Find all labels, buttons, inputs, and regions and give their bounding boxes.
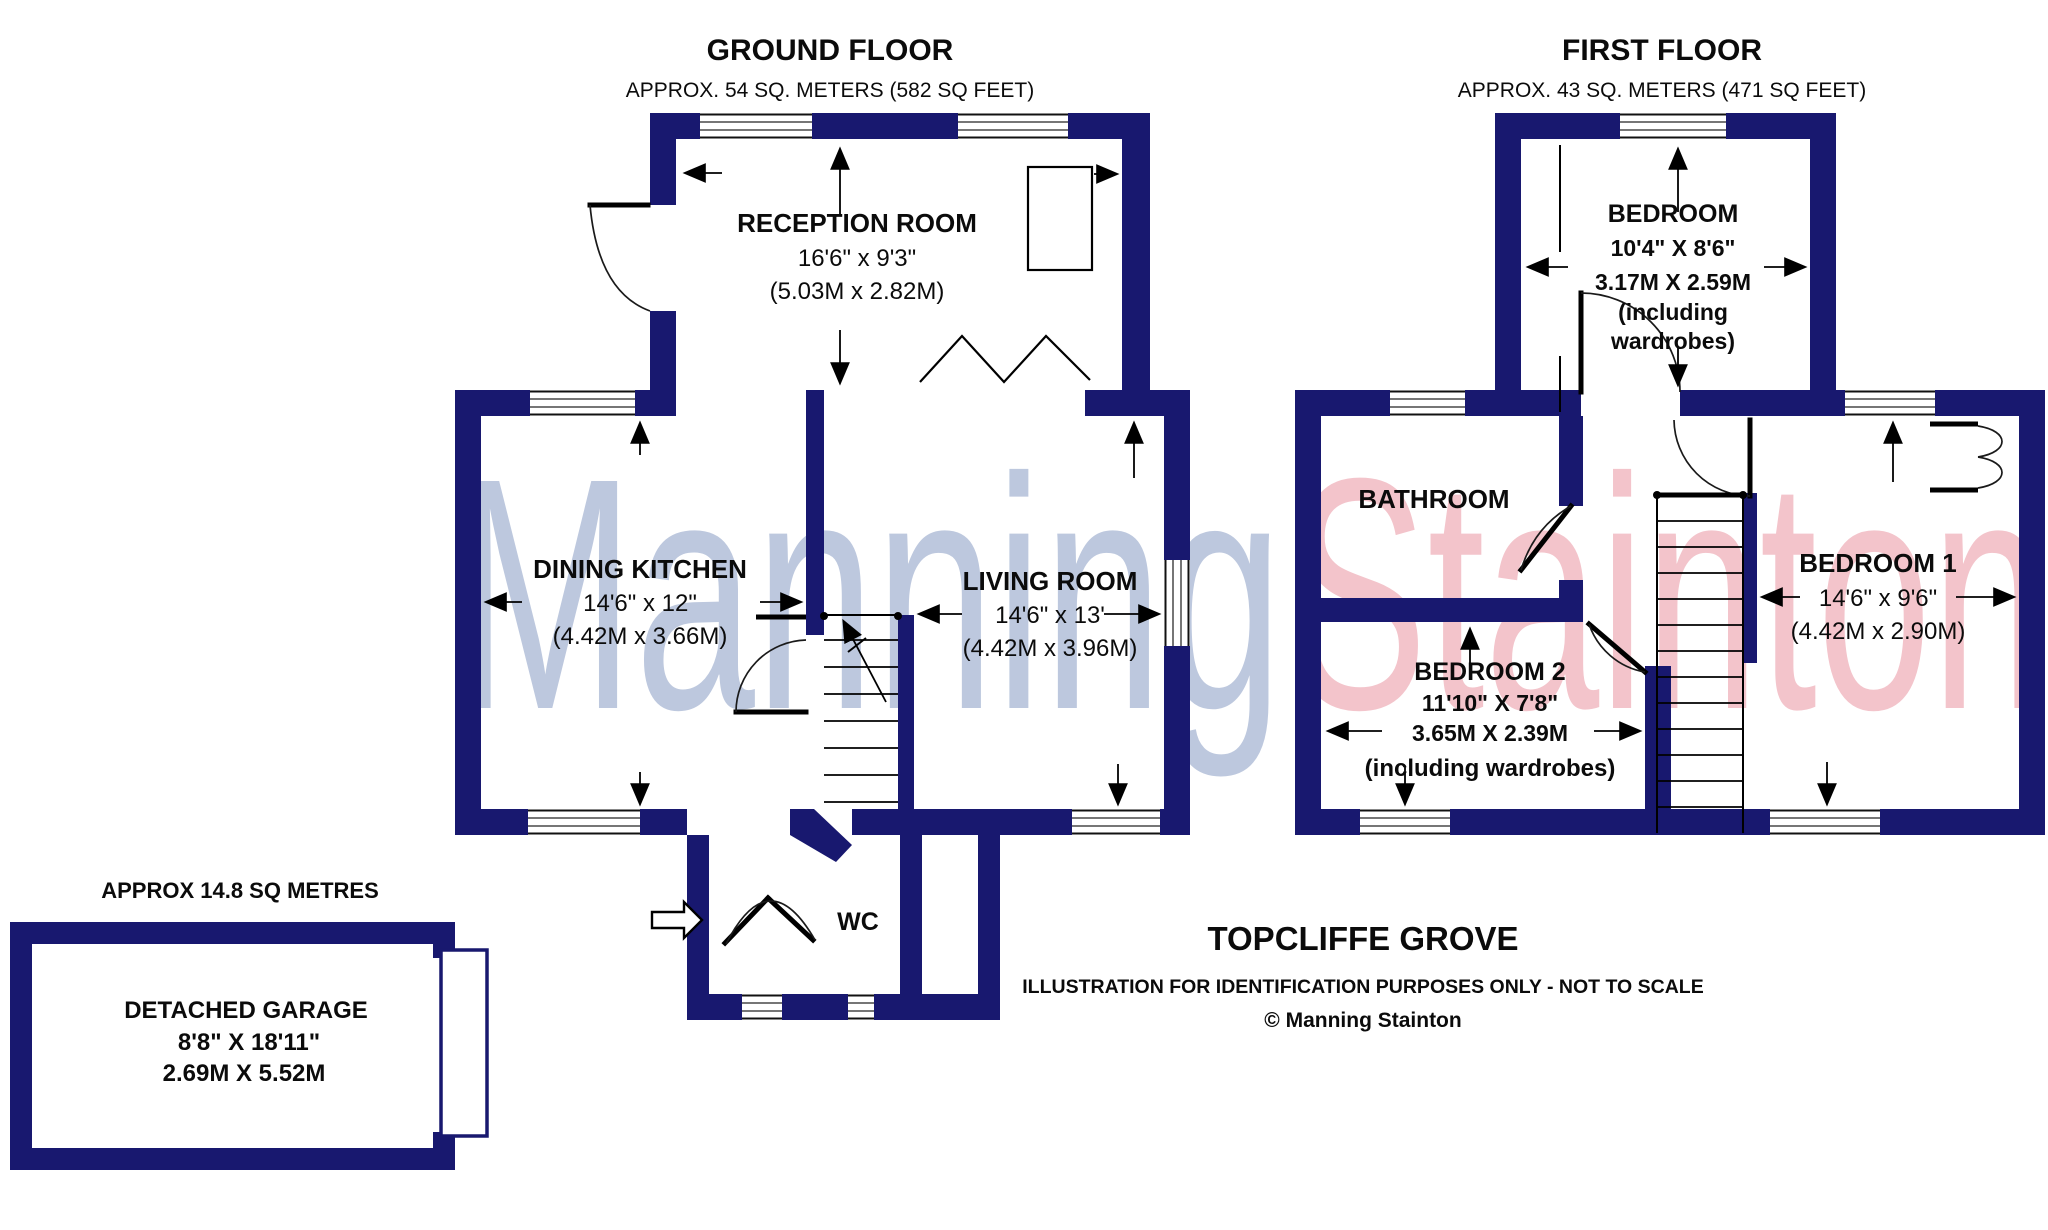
ground-floor-title: GROUND FLOOR: [707, 34, 954, 67]
fireplace-symbol: [919, 334, 1091, 384]
dining-kitchen-label: DINING KITCHEN 14'6" x 12" (4.42M x 3.66…: [533, 554, 747, 650]
wc-door-leaf: [764, 894, 817, 944]
ground-floor-area: APPROX. 54 SQ. METERS (582 SQ FEET): [626, 79, 1034, 102]
living-room-imperial: 14'6" x 13': [995, 602, 1105, 629]
dining-kitchen-name: DINING KITCHEN: [533, 554, 747, 584]
bathroom-door-leaf: [1517, 502, 1575, 574]
living-room-name: LIVING ROOM: [963, 566, 1138, 596]
disclaimer-text: ILLUSTRATION FOR IDENTIFICATION PURPOSES…: [1022, 976, 1703, 998]
address-title: TOPCLIFFE GROVE: [1207, 920, 1518, 957]
window: [1360, 809, 1450, 835]
footer: TOPCLIFFE GROVE ILLUSTRATION FOR IDENTIF…: [1022, 920, 1703, 1032]
window: [1164, 560, 1190, 646]
garage-name: DETACHED GARAGE: [124, 997, 368, 1024]
garage-imperial: 8'8" X 18'11": [178, 1029, 320, 1056]
ground-floor-stairs: [756, 612, 902, 803]
bedroom1-imperial: 14'6" x 9'6": [1819, 585, 1937, 612]
bedroom-name: BEDROOM: [1608, 200, 1739, 228]
bedroom1-metric: (4.42M x 2.90M): [1791, 618, 1966, 645]
bedroom1-name: BEDROOM 1: [1799, 548, 1956, 578]
first-floor-walls: [1295, 113, 2045, 835]
bedroom2-door-leaf: [1585, 620, 1649, 676]
wc-door-arcs: [725, 900, 816, 945]
bedroom-imperial: 10'4" X 8'6": [1611, 235, 1736, 261]
reception-metric: (5.03M x 2.82M): [770, 278, 945, 305]
watermark: Manning Stainton: [455, 409, 2046, 780]
bedroom-metric: 3.17M X 2.59M: [1595, 269, 1751, 295]
garage-metric: 2.69M X 5.52M: [163, 1060, 326, 1087]
window: [1845, 390, 1935, 416]
ground-floor-walls: [455, 113, 1190, 1020]
first-floor-plan: FIRST FLOOR APPROX. 43 SQ. METERS (471 S…: [1295, 34, 2045, 835]
first-floor-title: FIRST FLOOR: [1562, 34, 1762, 67]
first-floor-doors: [1517, 145, 2003, 676]
window: [700, 113, 812, 139]
bedroom1-label: BEDROOM 1 14'6" x 9'6" (4.42M x 2.90M): [1791, 548, 1966, 645]
garage-area-label: APPROX 14.8 SQ METRES: [101, 878, 379, 903]
first-floor-stairs: [1653, 491, 1747, 833]
window: [848, 994, 874, 1020]
ground-floor-dimension-arrows: [483, 146, 1162, 807]
living-room-label: LIVING ROOM 14'6" x 13' (4.42M x 3.96M): [963, 566, 1138, 662]
dining-kitchen-metric: (4.42M x 3.66M): [553, 623, 728, 650]
bedroom-label: BEDROOM 10'4" X 8'6" 3.17M X 2.59M (incl…: [1595, 200, 1751, 354]
garage-walls: [10, 922, 455, 1170]
bathroom-label: BATHROOM: [1358, 484, 1509, 514]
bedroom2-metric: 3.65M X 2.39M: [1412, 720, 1568, 746]
entrance-arrow-icon: [650, 899, 704, 941]
bedroom2-imperial: 11'10" X 7'8": [1422, 690, 1558, 716]
hall-door-arc: [735, 639, 807, 713]
window: [530, 390, 635, 416]
bedroom2-name: BEDROOM 2: [1414, 658, 1565, 686]
window: [958, 113, 1068, 139]
window: [1620, 113, 1726, 139]
stairs-up-arrow: [842, 618, 887, 703]
wc-angled-wall: [790, 809, 852, 862]
garage-plan: APPROX 14.8 SQ METRES DETACHED GARAGE 8'…: [10, 878, 489, 1170]
bedroom2-door-arc: [1588, 623, 1646, 673]
copyright-text: © Manning Stainton: [1264, 1009, 1461, 1032]
reception-name: RECEPTION ROOM: [737, 208, 977, 238]
bedroom2-label: BEDROOM 2 11'10" X 7'8" 3.65M X 2.39M (i…: [1365, 658, 1616, 782]
first-floor-windows: [1360, 113, 1935, 835]
bedroom-note-2: wardrobes): [1610, 328, 1735, 354]
dining-kitchen-imperial: 14'6" x 12": [583, 590, 697, 617]
window: [528, 809, 640, 835]
bedroom-note-1: (including: [1618, 299, 1728, 325]
reception-room-label: RECEPTION ROOM 16'6" x 9'3" (5.03M x 2.8…: [737, 208, 977, 305]
ground-floor-windows: [528, 113, 1190, 1020]
reception-cupboard: [1026, 165, 1094, 272]
garage-door: [439, 948, 489, 1138]
reception-door-arc: [589, 204, 651, 312]
bathroom-door-arc: [1520, 505, 1572, 571]
ground-floor-plan: GROUND FLOOR APPROX. 54 SQ. METERS (582 …: [455, 34, 1190, 1020]
wc-label: WC: [837, 908, 879, 936]
garage-label: DETACHED GARAGE 8'8" X 18'11" 2.69M X 5.…: [124, 997, 368, 1087]
first-floor-dimension-arrows: [1325, 146, 2017, 807]
window: [1770, 809, 1880, 835]
living-room-metric: (4.42M x 3.96M): [963, 635, 1138, 662]
reception-imperial: 16'6" x 9'3": [798, 245, 916, 272]
lobby-door-leaf: [721, 894, 772, 947]
window: [1072, 809, 1160, 835]
window: [742, 994, 782, 1020]
first-floor-area: APPROX. 43 SQ. METERS (471 SQ FEET): [1458, 79, 1866, 102]
bedroom2-note: (including wardrobes): [1365, 755, 1616, 782]
ground-floor-doors: [587, 202, 817, 947]
window: [1390, 390, 1465, 416]
watermark-manning: Manning: [455, 409, 1283, 780]
